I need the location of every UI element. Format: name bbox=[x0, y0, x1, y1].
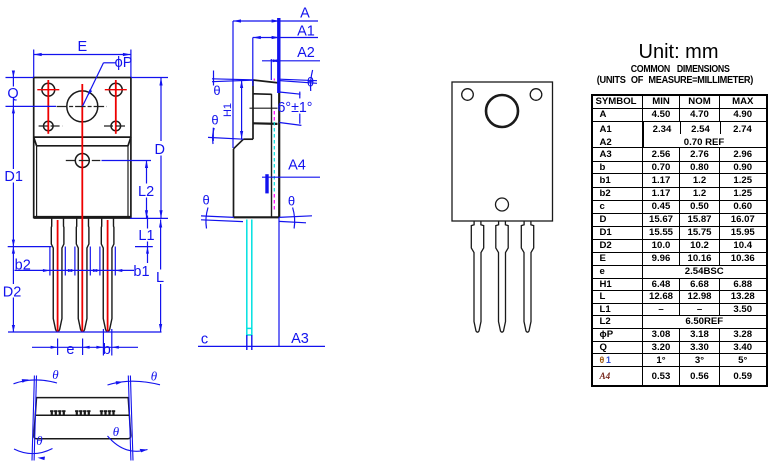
svg-text:L1: L1 bbox=[138, 228, 154, 244]
svg-text:e: e bbox=[66, 342, 74, 358]
svg-text:A1: A1 bbox=[297, 24, 315, 40]
svg-text:D2: D2 bbox=[3, 285, 22, 301]
svg-text:H1: H1 bbox=[222, 103, 234, 117]
svg-text:D: D bbox=[155, 142, 165, 158]
svg-text:θ: θ bbox=[288, 194, 295, 209]
svg-text:θ: θ bbox=[113, 424, 120, 439]
svg-text:θ: θ bbox=[202, 193, 209, 208]
svg-text:b2: b2 bbox=[15, 257, 31, 273]
svg-text:c: c bbox=[201, 332, 208, 348]
svg-text:θ: θ bbox=[36, 433, 43, 448]
svg-text:A2: A2 bbox=[297, 45, 315, 61]
svg-text:6°±1°: 6°±1° bbox=[278, 100, 313, 116]
svg-text:L: L bbox=[156, 270, 164, 286]
svg-text:Q: Q bbox=[7, 86, 18, 102]
svg-text:b: b bbox=[103, 342, 111, 358]
svg-text:D1: D1 bbox=[4, 169, 23, 185]
svg-text:ϕP: ϕP bbox=[115, 55, 133, 71]
svg-text:θ: θ bbox=[213, 83, 220, 98]
svg-text:θ: θ bbox=[211, 113, 218, 128]
svg-text:A4: A4 bbox=[288, 158, 306, 174]
svg-text:θ: θ bbox=[307, 75, 314, 90]
svg-text:A3: A3 bbox=[291, 331, 309, 347]
svg-text:L2: L2 bbox=[138, 184, 154, 200]
svg-text:θ: θ bbox=[151, 368, 158, 383]
svg-text:E: E bbox=[77, 39, 87, 55]
svg-text:b1: b1 bbox=[133, 264, 149, 280]
svg-text:A: A bbox=[300, 6, 310, 22]
svg-text:θ: θ bbox=[52, 367, 59, 382]
